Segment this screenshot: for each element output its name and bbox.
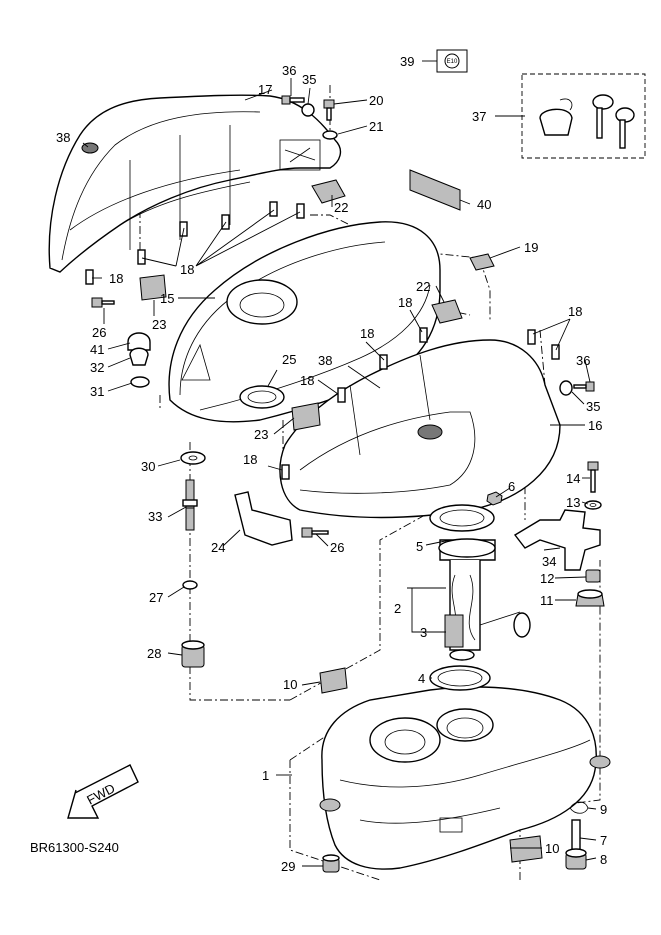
e10-label: E10 xyxy=(447,59,458,65)
hardware-parts xyxy=(85,94,635,873)
callout-37: 37 xyxy=(472,109,486,124)
callout-18f: 18 xyxy=(243,452,257,467)
callout-40: 40 xyxy=(477,197,491,212)
callout-18e: 18 xyxy=(300,373,314,388)
callout-8: 8 xyxy=(600,852,607,867)
pump-mount-plate xyxy=(429,504,495,532)
callout-10b: 10 xyxy=(545,841,559,856)
fuel-tank xyxy=(319,686,611,870)
callout-18d: 18 xyxy=(360,326,374,341)
callout-22b: 22 xyxy=(416,279,430,294)
callout-35a: 35 xyxy=(302,72,316,87)
callout-24: 24 xyxy=(211,540,225,555)
callout-11: 11 xyxy=(540,593,554,608)
callout-15: 15 xyxy=(160,291,174,306)
callout-21: 21 xyxy=(369,119,383,134)
callout-1: 1 xyxy=(262,768,269,783)
callout-17: 17 xyxy=(258,82,272,97)
callout-20: 20 xyxy=(369,93,383,108)
callout-30: 30 xyxy=(141,459,155,474)
fwd-label: FWD xyxy=(84,780,117,807)
callout-38b: 38 xyxy=(318,353,332,368)
callout-23a: 23 xyxy=(152,317,166,332)
callout-31: 31 xyxy=(90,384,104,399)
callout-35b: 35 xyxy=(586,399,600,414)
callout-2: 2 xyxy=(394,601,401,616)
callout-22a: 22 xyxy=(334,200,348,215)
callout-3: 3 xyxy=(420,625,427,640)
callout-12: 12 xyxy=(540,571,554,586)
fwd-arrow-icon: FWD xyxy=(67,764,139,819)
e10-box: E10 xyxy=(436,49,468,73)
callout-23b: 23 xyxy=(254,427,268,442)
callout-10a: 10 xyxy=(283,677,297,692)
callout-18c: 18 xyxy=(398,295,412,310)
callout-4: 4 xyxy=(418,671,425,686)
callout-32: 32 xyxy=(90,360,104,375)
tank-main-cover xyxy=(168,221,441,423)
callout-6: 6 xyxy=(508,479,515,494)
fuel-pump-assembly xyxy=(438,538,531,661)
callout-18g: 18 xyxy=(568,304,582,319)
callout-25: 25 xyxy=(282,352,296,367)
callout-16: 16 xyxy=(588,418,602,433)
callout-5: 5 xyxy=(416,539,423,554)
callout-7: 7 xyxy=(600,833,607,848)
callout-18a: 18 xyxy=(109,271,123,286)
callout-9: 9 xyxy=(600,802,607,817)
cap-ring-plate xyxy=(239,385,285,409)
callout-34: 34 xyxy=(542,554,556,569)
callout-18b: 18 xyxy=(180,262,194,277)
callout-19: 19 xyxy=(524,240,538,255)
callout-26b: 26 xyxy=(330,540,344,555)
callout-labels: 1 2 3 4 5 6 7 8 9 10 10 11 12 13 14 15 1… xyxy=(56,54,607,874)
callout-33: 33 xyxy=(148,509,162,524)
leader-lines xyxy=(82,60,597,867)
diagram-code: BR61300-S240 xyxy=(30,840,119,855)
callout-36b: 36 xyxy=(576,353,590,368)
callout-14: 14 xyxy=(566,471,580,486)
callout-28: 28 xyxy=(147,646,161,661)
callout-27: 27 xyxy=(149,590,163,605)
callout-13: 13 xyxy=(566,495,580,510)
callout-39: 39 xyxy=(400,54,414,69)
callout-36a: 36 xyxy=(282,63,296,78)
callout-38a: 38 xyxy=(56,130,70,145)
callout-26a: 26 xyxy=(92,325,106,340)
callout-29: 29 xyxy=(281,859,295,874)
callout-41: 41 xyxy=(90,342,104,357)
